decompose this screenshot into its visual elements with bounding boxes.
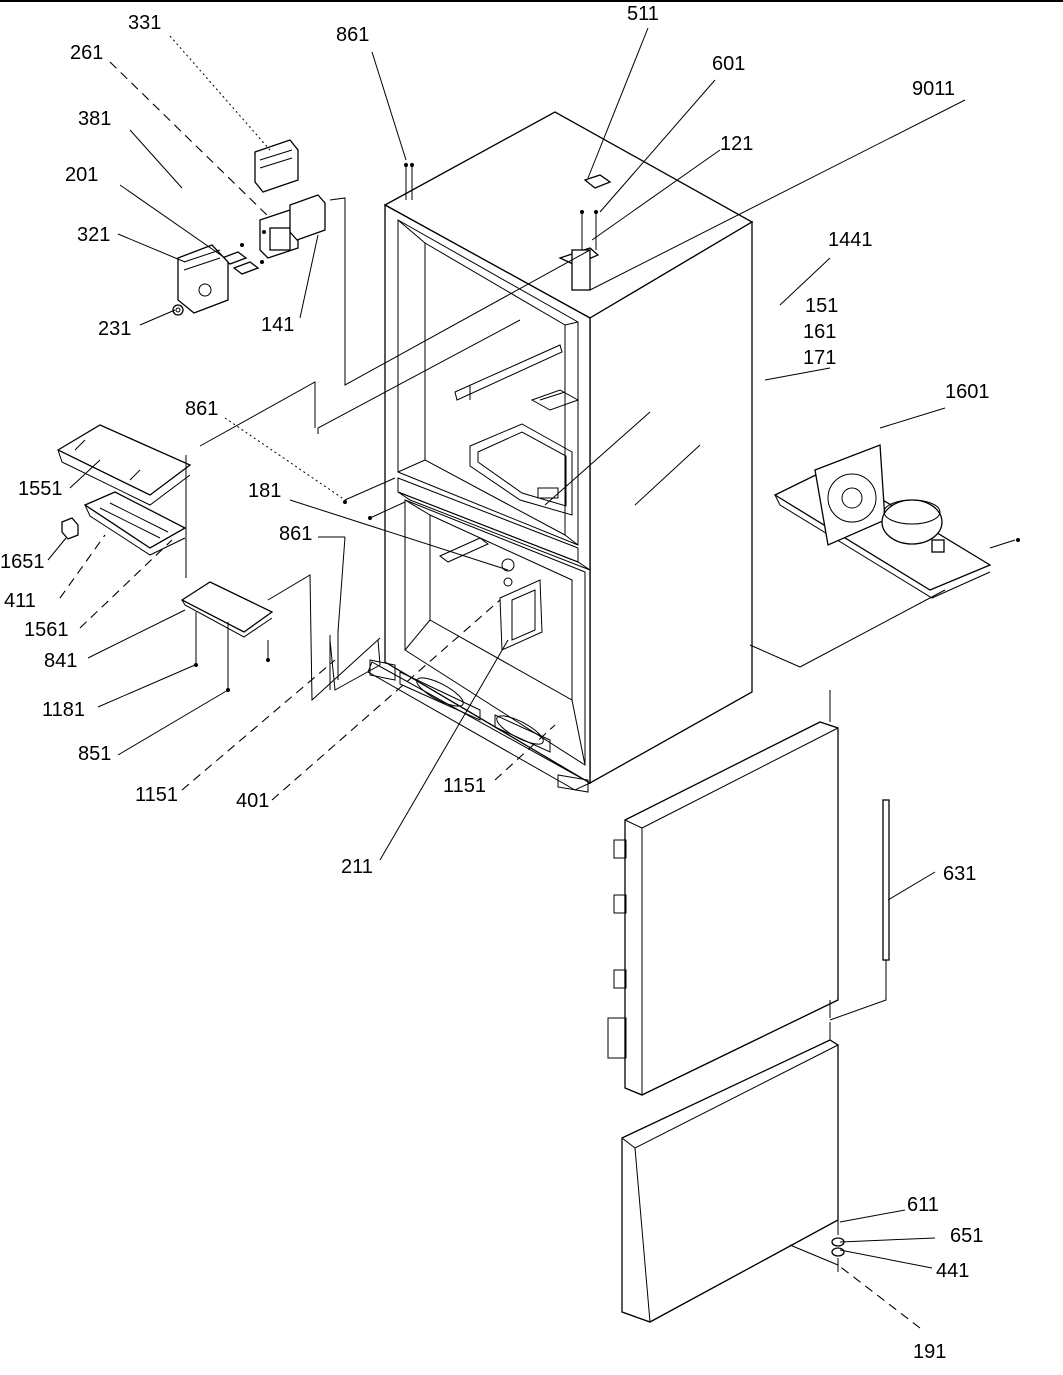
label-161: 161: [803, 321, 836, 343]
cabinet-top-screws: [404, 163, 414, 200]
label-1551: 1551: [18, 478, 63, 500]
label-141: 141: [261, 314, 294, 336]
label-441: 441: [936, 1260, 969, 1282]
label-841: 841: [44, 650, 77, 672]
door-gasket-strip: [829, 799, 890, 1021]
label-181: 181: [248, 480, 281, 502]
label-651: 651: [950, 1225, 983, 1247]
control-housing-assembly: [172, 139, 326, 316]
cabinet-body: [367, 111, 754, 793]
label-631: 631: [943, 863, 976, 885]
label-381: 381: [78, 108, 111, 130]
part-labels: 331 261 381 201 321 231 141 861 511 601 …: [0, 3, 990, 1363]
label-321: 321: [77, 224, 110, 246]
label-231: 231: [98, 318, 131, 340]
label-1151-right: 1151: [443, 775, 486, 797]
label-171: 171: [803, 347, 836, 369]
label-1601: 1601: [945, 381, 990, 403]
label-1441: 1441: [828, 229, 873, 251]
label-331: 331: [128, 12, 161, 34]
label-1651: 1651: [0, 551, 45, 573]
label-401: 401: [236, 790, 269, 812]
label-261: 261: [70, 42, 103, 64]
upper-door: [607, 690, 839, 1096]
label-9011: 9011: [912, 78, 955, 100]
label-151: 151: [805, 295, 838, 317]
label-861-lower: 861: [279, 523, 312, 545]
lower-door: [621, 1022, 845, 1323]
label-861-mid: 861: [185, 398, 218, 420]
control-bracket-lines: [317, 197, 591, 434]
label-191: 191: [913, 1341, 946, 1363]
label-201: 201: [65, 164, 98, 186]
label-851: 851: [78, 743, 111, 765]
label-211: 211: [341, 856, 373, 878]
label-121: 121: [720, 133, 753, 155]
label-1151-left: 1151: [135, 784, 178, 806]
label-411: 411: [4, 590, 36, 612]
left-brackets: [56, 381, 406, 702]
label-861-top: 861: [336, 24, 369, 46]
leader-lines: [47, 27, 966, 1329]
label-511: 511: [627, 3, 659, 25]
compressor-assembly: [749, 444, 1020, 668]
label-1561: 1561: [24, 619, 69, 641]
label-601: 601: [712, 53, 745, 75]
label-1181: 1181: [42, 699, 85, 721]
label-611: 611: [907, 1194, 939, 1216]
